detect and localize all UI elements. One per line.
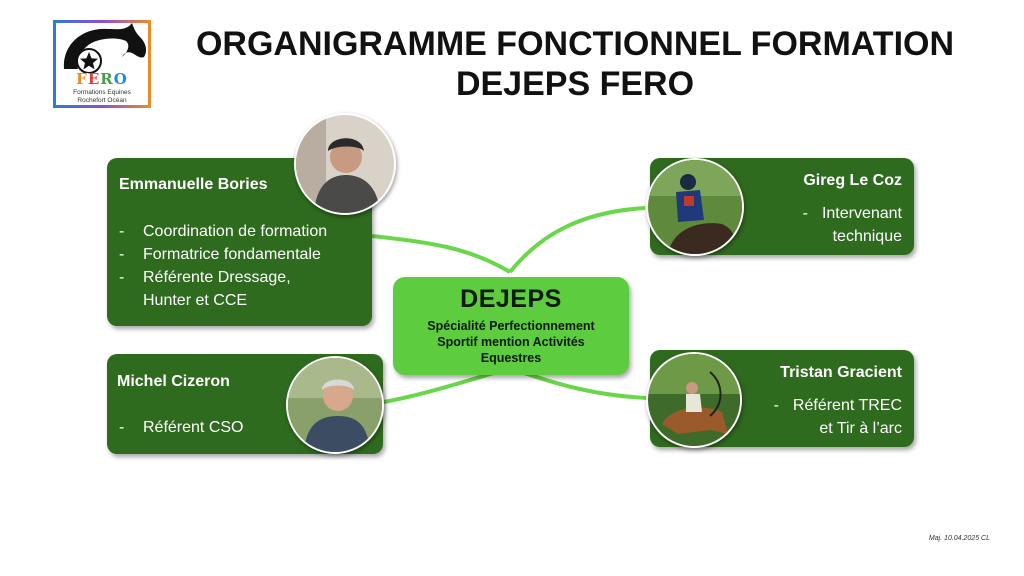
logo-line-2: Rochefort Océan — [77, 97, 127, 104]
photo-bories — [294, 113, 396, 215]
rider-photo-icon — [648, 160, 742, 254]
page-title-line-1: ORGANIGRAMME FONCTIONNEL FORMATION — [195, 25, 955, 63]
star-icon — [80, 52, 98, 70]
role-line: et Tir à l’arc — [819, 420, 902, 437]
center-node-dejeps: DEJEPS Spécialité Perfectionnement Sport… — [393, 277, 629, 375]
role-item: Référente Dressage, Hunter et CCE — [117, 266, 323, 312]
fero-logo: FERO Formations Equines Rochefort Océan — [53, 20, 151, 108]
role-line: technique — [832, 228, 902, 245]
photo-gracient — [646, 352, 742, 448]
logo-letter-o: O — [113, 70, 128, 88]
logo-line-1: Formations Equines — [73, 89, 131, 96]
roles-lecoz: -Intervenant technique — [803, 202, 902, 248]
logo-letter-f: F — [76, 70, 88, 88]
person-name-bories: Emmanuelle Bories — [119, 176, 268, 193]
role-item: Formatrice fondamentale — [117, 243, 372, 266]
logo-letter-r: R — [100, 70, 114, 88]
person-name-cizeron: Michel Cizeron — [117, 373, 230, 390]
page-title-line-2: DEJEPS FERO — [455, 65, 695, 103]
roles-list-cizeron: Référent CSO — [117, 416, 317, 439]
role-line: Intervenant — [821, 205, 902, 222]
person-photo-icon — [296, 115, 394, 213]
roles-gracient: -Référent TREC et Tir à l’arc — [774, 394, 902, 440]
center-title: DEJEPS — [460, 285, 562, 313]
photo-lecoz — [646, 158, 744, 256]
person-name-lecoz: Gireg Le Coz — [803, 172, 902, 189]
center-subtitle: Spécialité Perfectionnement Sportif ment… — [427, 319, 595, 365]
update-footnote: Maj. 10.04.2025 CL — [928, 535, 990, 542]
archer-photo-icon — [648, 354, 740, 446]
connector-bories — [371, 234, 512, 274]
connector-lecoz — [508, 206, 646, 274]
role-item: Référent CSO — [117, 416, 317, 439]
person-name-gracient: Tristan Gracient — [780, 364, 902, 381]
role-item: Coordination de formation — [117, 220, 372, 243]
logo-brand: FERO — [56, 70, 148, 88]
photo-cizeron — [286, 356, 384, 454]
roles-list-bories: Coordination de formation Formatrice fon… — [117, 220, 372, 312]
person-photo-icon — [288, 358, 382, 452]
logo-letter-e: E — [87, 70, 101, 88]
role-line: Référent TREC — [792, 397, 902, 414]
horse-head-icon — [63, 23, 147, 73]
